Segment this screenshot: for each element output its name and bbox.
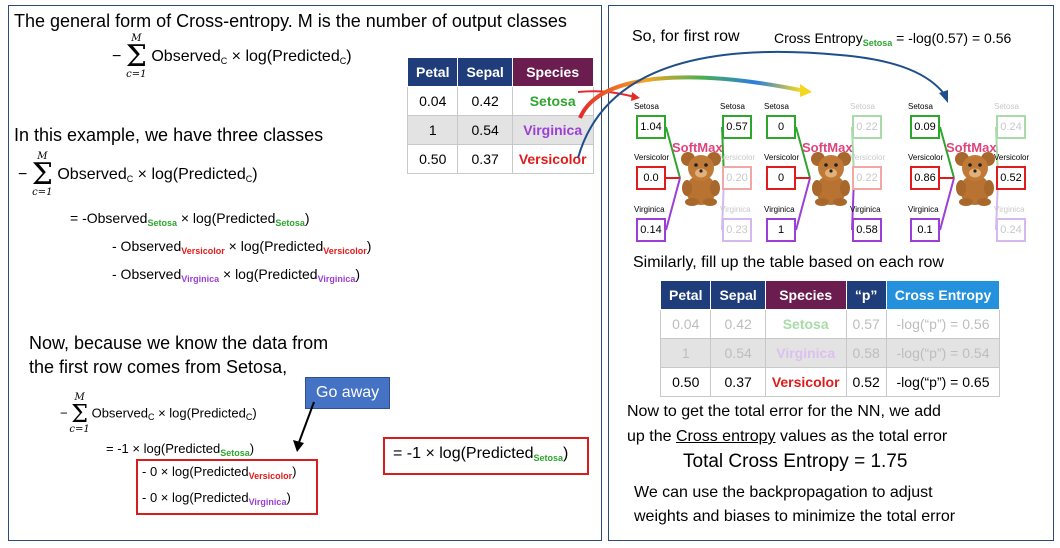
expansion-virginica: - ObservedVirginica × log(PredictedVirgi…: [112, 266, 361, 284]
cross-entropy-table: Petal Sepal Species “p” Cross Entropy 0.…: [659, 280, 1001, 397]
teddy-bear-icon: [952, 150, 998, 211]
output-label: Setosa: [850, 102, 875, 111]
input-label: Versicolor: [764, 153, 800, 162]
go-away-callout: Go away: [305, 377, 391, 409]
output-label: Setosa: [994, 102, 1019, 111]
total-cross-entropy: Total Cross Entropy = 1.75: [683, 451, 908, 472]
input-label: Virginica: [634, 205, 665, 214]
now-text-line1: Now, because we know the data from: [29, 333, 329, 353]
total-error-line2: up the Cross entropy values as the total…: [627, 428, 948, 445]
output-node: 0.22: [852, 115, 882, 139]
table-header-row: Petal Sepal Species: [406, 57, 594, 87]
input-connector: [665, 177, 681, 231]
input-node: 0: [766, 115, 796, 139]
teddy-bear-icon: [678, 150, 724, 211]
output-node: 0.24: [996, 218, 1026, 242]
header-petal: Petal: [406, 57, 459, 87]
output-label: Virginica: [850, 205, 881, 214]
result-formula: = -1 × log(PredictedSetosa): [393, 445, 569, 463]
general-form-heading: The general form of Cross-entropy. M is …: [14, 11, 567, 31]
output-label: Versicolor: [720, 153, 756, 162]
input-connector: [795, 177, 811, 231]
input-label: Setosa: [634, 102, 659, 111]
input-node: 0: [766, 166, 796, 190]
output-node: 0.24: [996, 115, 1026, 139]
backprop-line1: We can use the backpropagation to adjust: [634, 484, 933, 501]
output-node: 0.22: [852, 166, 882, 190]
left-panel: [8, 5, 602, 541]
header-p: “p”: [845, 280, 887, 310]
table-row: 0.50 0.37 Versicolor: [406, 144, 594, 174]
header-cross-entropy: Cross Entropy: [885, 280, 1001, 310]
right-panel: [608, 5, 1054, 541]
table-row: 1 0.54 Virginica 0.58 -log(“p”) = 0.54: [659, 338, 1001, 368]
zero-terms-box: [136, 459, 318, 515]
input-connector: [939, 126, 955, 179]
first-row-cross-entropy: Cross EntropySetosa = -log(0.57) = 0.56: [774, 30, 1012, 48]
virginica-zero-term: - 0 × log(PredictedVirginica): [142, 490, 291, 507]
output-node: 0.58: [852, 218, 882, 242]
header-petal: Petal: [659, 280, 712, 310]
expansion-setosa: = -ObservedSetosa × log(PredictedSetosa): [70, 210, 310, 228]
input-node: 0.14: [636, 218, 666, 242]
output-node: 0.23: [722, 218, 752, 242]
output-label: Versicolor: [850, 153, 886, 162]
output-label: Virginica: [720, 205, 751, 214]
input-label: Setosa: [764, 102, 789, 111]
input-label: Setosa: [908, 102, 933, 111]
input-connector: [795, 126, 811, 179]
input-connector: [665, 126, 681, 179]
output-node: 0.20: [722, 166, 752, 190]
header-sepal: Sepal: [710, 280, 766, 310]
backprop-line2: weights and biases to minimize the total…: [634, 508, 956, 525]
output-label: Virginica: [994, 205, 1025, 214]
input-label: Virginica: [908, 205, 939, 214]
input-node: 0.86: [910, 166, 940, 190]
output-node: 0.57: [722, 115, 752, 139]
table-header-row: Petal Sepal Species “p” Cross Entropy: [659, 280, 1001, 310]
input-node: 0.1: [910, 218, 940, 242]
result-box: [383, 437, 589, 475]
input-label: Virginica: [764, 205, 795, 214]
similarly-text: Similarly, fill up the table based on ea…: [633, 254, 944, 271]
softmax-label: SoftMax: [802, 140, 853, 155]
now-text-line2: the first row comes from Setosa,: [29, 357, 288, 377]
header-species: Species: [764, 280, 847, 310]
table-row: 0.04 0.42 Setosa 0.57 -log(“p”) = 0.56: [659, 309, 1001, 339]
input-node: 0.09: [910, 115, 940, 139]
table-row: 1 0.54 Virginica: [406, 115, 594, 145]
expansion-versicolor: - ObservedVersicolor × log(PredictedVers…: [112, 238, 372, 256]
three-classes-text: In this example, we have three classes: [14, 125, 324, 145]
table-row: 0.50 0.37 Versicolor 0.52 -log(“p”) = 0.…: [659, 367, 1001, 397]
input-label: Versicolor: [634, 153, 670, 162]
input-node: 1.04: [636, 115, 666, 139]
softmax-label: SoftMax: [946, 140, 997, 155]
output-node: 0.52: [996, 166, 1026, 190]
teddy-bear-icon: [808, 150, 854, 211]
softmax-label: SoftMax: [672, 140, 723, 155]
output-label: Setosa: [720, 102, 745, 111]
total-error-line1: Now to get the total error for the NN, w…: [627, 403, 941, 420]
first-row-text: So, for first row: [632, 28, 740, 45]
input-label: Versicolor: [908, 153, 944, 162]
setosa-term: = -1 × log(PredictedSetosa): [106, 441, 255, 458]
versicolor-zero-term: - 0 × log(PredictedVersicolor): [142, 464, 297, 481]
input-node: 1: [766, 218, 796, 242]
output-label: Versicolor: [994, 153, 1030, 162]
header-sepal: Sepal: [457, 57, 513, 87]
input-node: 0.0: [636, 166, 666, 190]
input-connector: [939, 177, 955, 231]
